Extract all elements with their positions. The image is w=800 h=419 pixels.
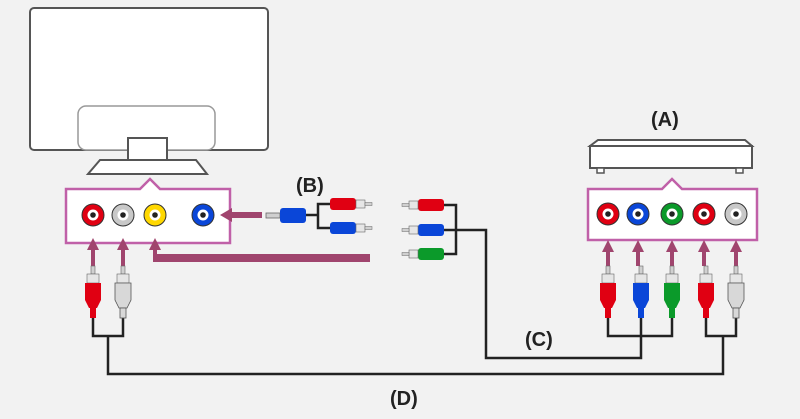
tv-panel-jacks <box>81 203 215 227</box>
arrow-up-icon <box>666 240 678 266</box>
arrow-up-icon <box>602 240 614 266</box>
arrow-up-icon <box>87 238 99 266</box>
green-plug-icon <box>401 248 444 260</box>
arrow-up-icon <box>117 238 129 266</box>
label-a: (A) <box>651 109 679 131</box>
red-plug-icon <box>85 265 101 318</box>
red-jack-icon <box>596 202 620 226</box>
red-plug-icon <box>698 265 714 318</box>
label-b: (B) <box>296 175 324 197</box>
white-plug-icon <box>114 265 132 319</box>
adapter-b <box>330 198 373 234</box>
connection-arrows <box>87 208 742 266</box>
blue-jack-icon <box>191 203 215 227</box>
label-d: (D) <box>390 388 418 410</box>
arrow-up-icon <box>149 238 161 260</box>
blue-jack-icon <box>626 202 650 226</box>
arrow-up-icon <box>632 240 644 266</box>
blue-plug-icon <box>633 265 649 318</box>
mini-plug-icon <box>265 208 306 223</box>
white-plug-icon <box>727 265 745 319</box>
cable-c-wire <box>444 203 674 360</box>
red-jack-icon <box>692 202 716 226</box>
cable-d-left-plugs <box>85 265 132 319</box>
red-plug-icon <box>600 265 616 318</box>
tv-icon <box>29 7 269 175</box>
arrow-left-icon <box>220 208 262 222</box>
white-jack-icon <box>111 203 135 227</box>
green-jack-icon <box>660 202 684 226</box>
yellow-jack-icon <box>143 203 167 227</box>
device-a-icon <box>587 139 755 174</box>
cable-d-right-plugs <box>698 265 745 319</box>
cable-c-left-plugs <box>401 199 444 260</box>
cable-c-right-plugs <box>600 265 680 318</box>
arrow-yellow-path <box>153 254 370 262</box>
device-a-panel-jacks <box>596 202 748 226</box>
arrow-up-icon <box>698 240 710 266</box>
label-c: (C) <box>525 329 553 351</box>
arrow-up-icon <box>730 240 742 266</box>
red-jack-icon <box>81 203 105 227</box>
white-jack-icon <box>724 202 748 226</box>
red-plug-icon <box>401 199 444 211</box>
red-plug-icon <box>330 198 373 210</box>
blue-plug-icon <box>330 222 373 234</box>
cable-d-wire <box>91 318 738 376</box>
adapter-b-wire <box>306 202 330 230</box>
blue-plug-icon <box>401 224 444 236</box>
green-plug-icon <box>664 265 680 318</box>
